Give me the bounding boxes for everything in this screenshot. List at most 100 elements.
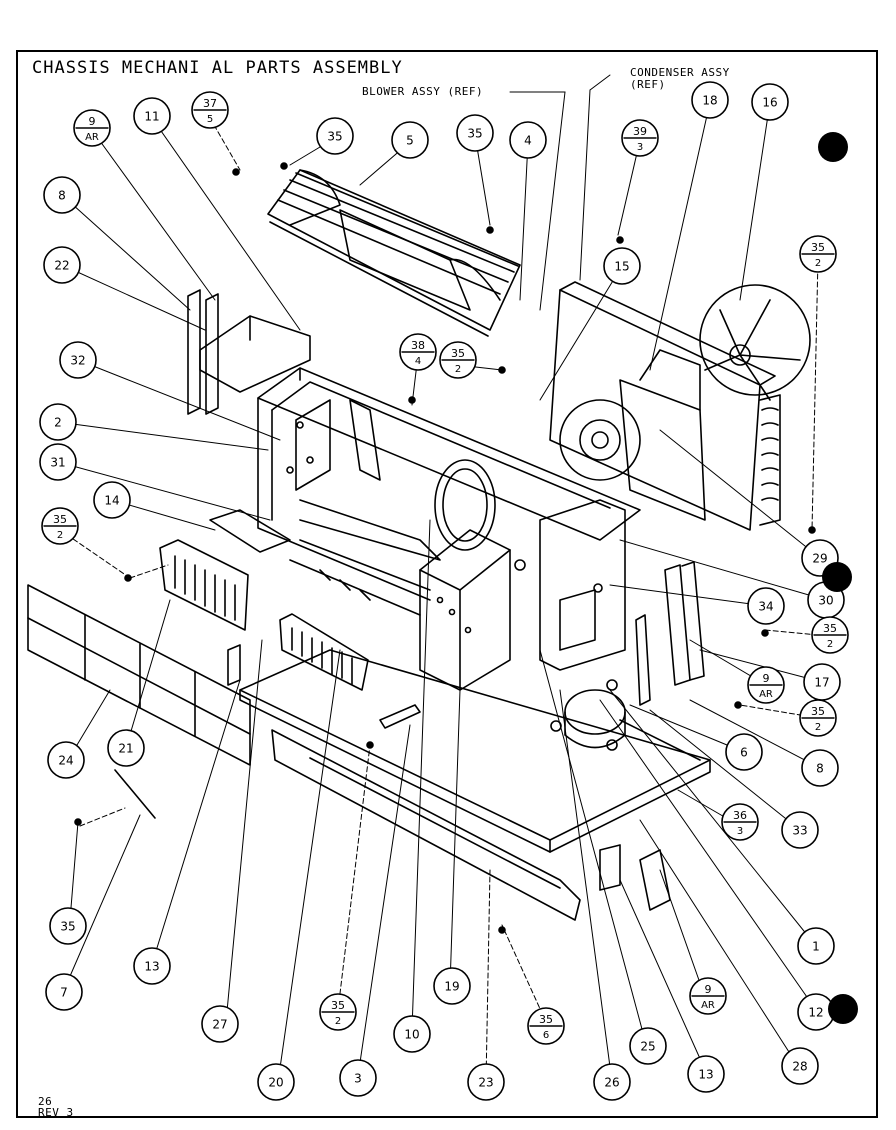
callout-text: 26 <box>604 1076 619 1090</box>
callout-text: 2 <box>335 1016 341 1027</box>
callout-15: 15 <box>603 247 641 285</box>
callout-text: 2 <box>54 416 62 430</box>
callout-33: 33 <box>781 811 819 849</box>
callout-21: 21 <box>107 729 145 767</box>
callout-text: 3 <box>637 142 643 153</box>
callout-circle <box>39 443 77 481</box>
callout-1: 1 <box>797 927 835 965</box>
callout-circle <box>257 1063 295 1101</box>
callout-text: 2 <box>827 639 833 650</box>
callout-circle <box>725 733 763 771</box>
blower-wheel-guard <box>267 169 521 337</box>
condenser-assy-note: CONDENSER ASSY <box>630 66 730 79</box>
callout-35-2: 352 <box>799 699 837 737</box>
callout-circle <box>593 1063 631 1101</box>
callout-text: 21 <box>118 742 133 756</box>
callout-text: 38 <box>411 339 425 352</box>
callout-35-2: 352 <box>319 993 357 1031</box>
callout-35-2: 352 <box>439 341 477 379</box>
callout-text: 8 <box>816 762 824 776</box>
callout-text: 10 <box>404 1028 419 1042</box>
fan-housing <box>419 459 511 691</box>
condenser-ref-note: (REF) <box>630 78 666 91</box>
callout-text: 8 <box>58 189 66 203</box>
callout-text: 3 <box>737 826 743 837</box>
callout-text: 9 <box>89 115 96 128</box>
callout-circle <box>747 587 785 625</box>
callout-text: 5 <box>207 114 213 125</box>
callout-24: 24 <box>47 741 85 779</box>
callout-text: 23 <box>478 1076 493 1090</box>
callout-text: 33 <box>792 824 807 838</box>
callout-38-4: 384 <box>399 333 437 371</box>
callout-34: 34 <box>747 587 785 625</box>
callout-text: 2 <box>815 258 821 269</box>
callout-text: 39 <box>633 125 647 138</box>
callout-circle <box>39 403 77 441</box>
callout-35: 35 <box>49 907 87 945</box>
callout-26: 26 <box>593 1063 631 1101</box>
callout-5: 5 <box>391 121 429 159</box>
page-title: CHASSIS MECHANI AL PARTS ASSEMBLY <box>32 58 403 78</box>
callout-9-AR: 9AR <box>689 977 727 1015</box>
callout-text: 4 <box>524 134 532 148</box>
callout-22: 22 <box>43 246 81 284</box>
revision-label: REV 3 <box>38 1106 74 1119</box>
callout-circle <box>47 741 85 779</box>
callout-text: 14 <box>104 494 119 508</box>
callout-text: 2 <box>455 364 461 375</box>
callout-text: 35 <box>539 1013 553 1026</box>
leader-lines <box>57 74 827 1083</box>
callout-circle <box>433 967 471 1005</box>
callout-31: 31 <box>39 443 77 481</box>
front-grilles <box>27 509 369 766</box>
callout-text: 13 <box>698 1068 713 1082</box>
callout-17: 17 <box>803 663 841 701</box>
callout-text: 35 <box>60 920 75 934</box>
callout-text: 34 <box>758 600 773 614</box>
callout-18: 18 <box>691 81 729 119</box>
callout-text: 24 <box>58 754 73 768</box>
callout-circle <box>59 341 97 379</box>
callout-circle <box>49 907 87 945</box>
callout-13: 13 <box>133 947 171 985</box>
callout-text: AR <box>759 689 773 700</box>
callout-25: 25 <box>629 1027 667 1065</box>
callout-circle <box>393 1015 431 1053</box>
registration-mark <box>822 562 852 592</box>
callout-circle <box>93 481 131 519</box>
registration-mark <box>818 132 848 162</box>
blower-assy-note: BLOWER ASSY (REF) <box>362 85 484 98</box>
callout-circle <box>797 927 835 965</box>
callout-11: 11 <box>133 97 171 135</box>
callout-text: 35 <box>811 241 825 254</box>
callout-circle <box>45 973 83 1011</box>
callout-text: 17 <box>814 676 829 690</box>
callout-text: 4 <box>415 356 421 367</box>
callout-8: 8 <box>801 749 839 787</box>
callout-text: AR <box>85 132 99 143</box>
callout-circle <box>603 247 641 285</box>
callout-circle <box>691 81 729 119</box>
callout-8: 8 <box>43 176 81 214</box>
callout-9-AR: 9AR <box>747 666 785 704</box>
callout-text: 2 <box>57 530 63 541</box>
callout-19: 19 <box>433 967 471 1005</box>
callout-circle <box>339 1059 377 1097</box>
callout-text: 2 <box>815 722 821 733</box>
callout-2: 2 <box>39 403 77 441</box>
callout-text: 35 <box>53 513 67 526</box>
left-brackets <box>187 289 311 415</box>
callout-text: 19 <box>444 980 459 994</box>
callout-circle <box>801 749 839 787</box>
callout-circle <box>201 1005 239 1043</box>
callout-text: 13 <box>144 960 159 974</box>
callout-text: 32 <box>70 354 85 368</box>
compressor <box>550 679 701 761</box>
callout-circle <box>687 1055 725 1093</box>
callout-12: 12 <box>797 993 835 1031</box>
callout-circle <box>629 1027 667 1065</box>
callout-23: 23 <box>467 1063 505 1101</box>
